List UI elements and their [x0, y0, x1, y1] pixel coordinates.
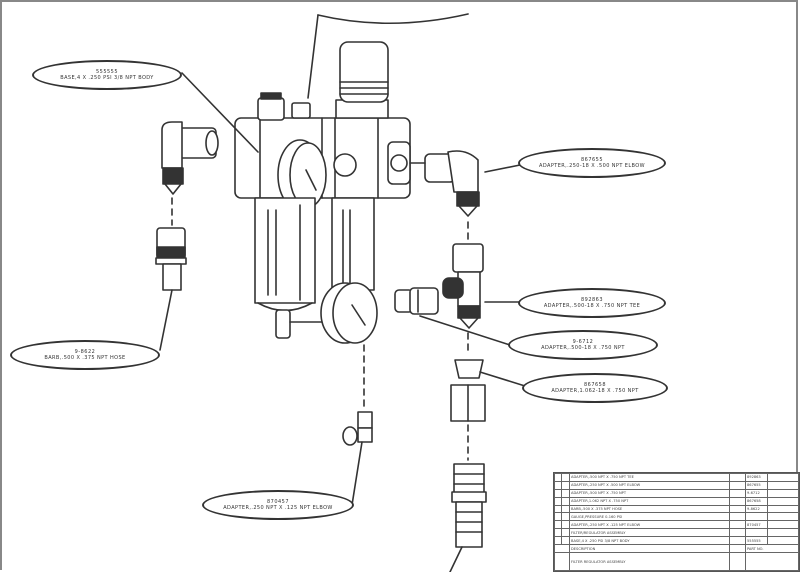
filter-regulator-body-icon	[234, 41, 411, 339]
callout-part-number: 867655	[580, 157, 604, 163]
callout-description: ADAPTER,.500-18 X .750 NPT	[541, 345, 625, 351]
callout-small-elbow: 870457 ADAPTER,.250 NPT X .125 NPT ELBOW	[202, 490, 354, 520]
callout-barb: 9-8622 BARB,.500 X .375 NPT HOSE	[10, 340, 160, 370]
callout-right-elbow: 867655 ADAPTER,.250-18 X .500 NPT ELBOW	[518, 148, 666, 178]
small-elbow-fitting-icon	[342, 411, 373, 446]
callout-part-number: 9-8622	[74, 349, 96, 355]
tee-fitting-icon	[442, 243, 484, 329]
title-block-row: FILTER REGULATOR ASSEMBLY	[554, 552, 799, 571]
bom-row: FILTER/REGULATOR ASSEMBLY	[554, 528, 799, 538]
top-callout-arc	[317, 13, 469, 25]
callout-part-number: 9-6712	[572, 339, 594, 345]
callout-part-number: 555555	[95, 69, 119, 75]
callout-description: BASE,4 X .250 PSI 3/8 NPT BODY	[60, 75, 154, 81]
left-barb-fitting-icon	[155, 227, 187, 291]
callout-description: ADAPTER,.250-18 X .500 NPT ELBOW	[539, 163, 645, 169]
callout-part-number: 867658	[583, 382, 607, 388]
callout-description: ADAPTER,.500-18 X .750 NPT TEE	[543, 303, 641, 309]
left-elbow-fitting-icon	[161, 121, 219, 195]
pressure-gauge-icon	[289, 282, 378, 344]
callout-description: BARB,.500 X .375 NPT HOSE	[44, 355, 126, 361]
callout-coupling-adapter: 867658 ADAPTER,1.062-18 X .750 NPT	[522, 373, 668, 403]
callout-description: ADAPTER,1.062-18 X .750 NPT	[551, 388, 639, 394]
callout-nipple-adapter: 9-6712 ADAPTER,.500-18 X .750 NPT	[508, 330, 658, 360]
callout-part-number: 892863	[580, 297, 604, 303]
right-elbow-fitting-icon	[409, 150, 480, 217]
bom-row: GAUGE,PRESSURE 0-160 PSI	[554, 512, 799, 522]
nipple-adapter-icon	[394, 287, 439, 315]
callout-base-body: 555555 BASE,4 X .250 PSI 3/8 NPT BODY	[32, 60, 182, 90]
callout-tee: 892863 ADAPTER,.500-18 X .750 NPT TEE	[518, 288, 666, 318]
hose-barb-icon	[451, 463, 487, 548]
coupling-adapter-icon	[450, 359, 486, 422]
callout-description: ADAPTER,.250 NPT X .125 NPT ELBOW	[223, 505, 333, 511]
callout-part-number: 870457	[266, 499, 290, 505]
